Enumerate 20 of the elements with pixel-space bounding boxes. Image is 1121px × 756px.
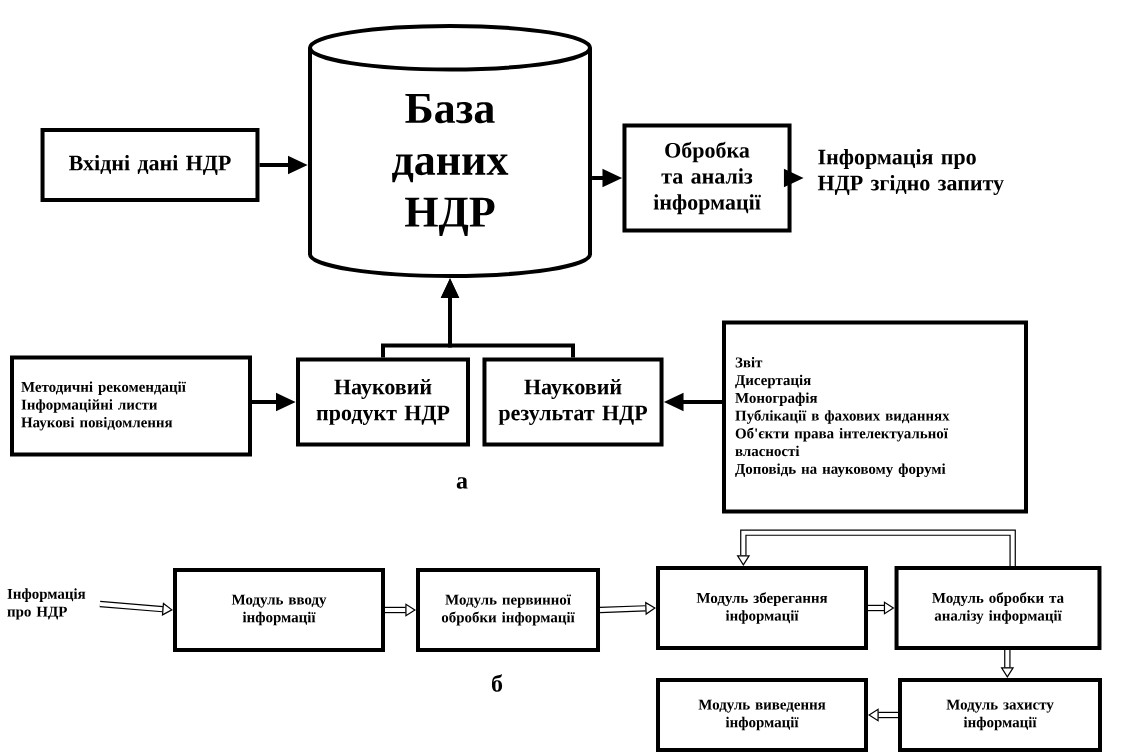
module-box: Модуль вводу інформації (173, 568, 385, 652)
arrow (99, 600, 173, 616)
module-box: Модуль захисту інформації (898, 678, 1102, 752)
panel-label: б (491, 674, 503, 692)
process-box: Вхідні дані НДР (40, 128, 260, 202)
database-cylinder: База даних НДР (308, 24, 592, 278)
output-text: Інформація про НДР згідно запиту (817, 149, 1004, 195)
module-box: Модуль виведення інформації (656, 678, 868, 752)
panel-label: а (456, 477, 468, 489)
arrow (385, 603, 416, 617)
module-box: Модуль зберегання інформації (656, 566, 868, 650)
process-box: Обробка та аналіз інформації (622, 123, 792, 233)
arrow (868, 708, 898, 722)
list-box: Звіт Дисертація Монографія Публікації в фахових виданнях Об'єкти права інтелектуальної власності Доповідь на науковому форумі (722, 320, 1028, 514)
module-box: Модуль первинної обробки інформації (416, 568, 600, 652)
list-box: Методичні рекомендації Інформаційні листи Наукові повідомлення (10, 355, 252, 457)
module-box: Модуль обробки та аналізу інформації (894, 566, 1102, 650)
process-box: Науковий результат НДР (482, 357, 664, 447)
input-text: Інформація про НДР (7, 588, 86, 620)
process-box: Науковий продукт НДР (296, 357, 470, 447)
